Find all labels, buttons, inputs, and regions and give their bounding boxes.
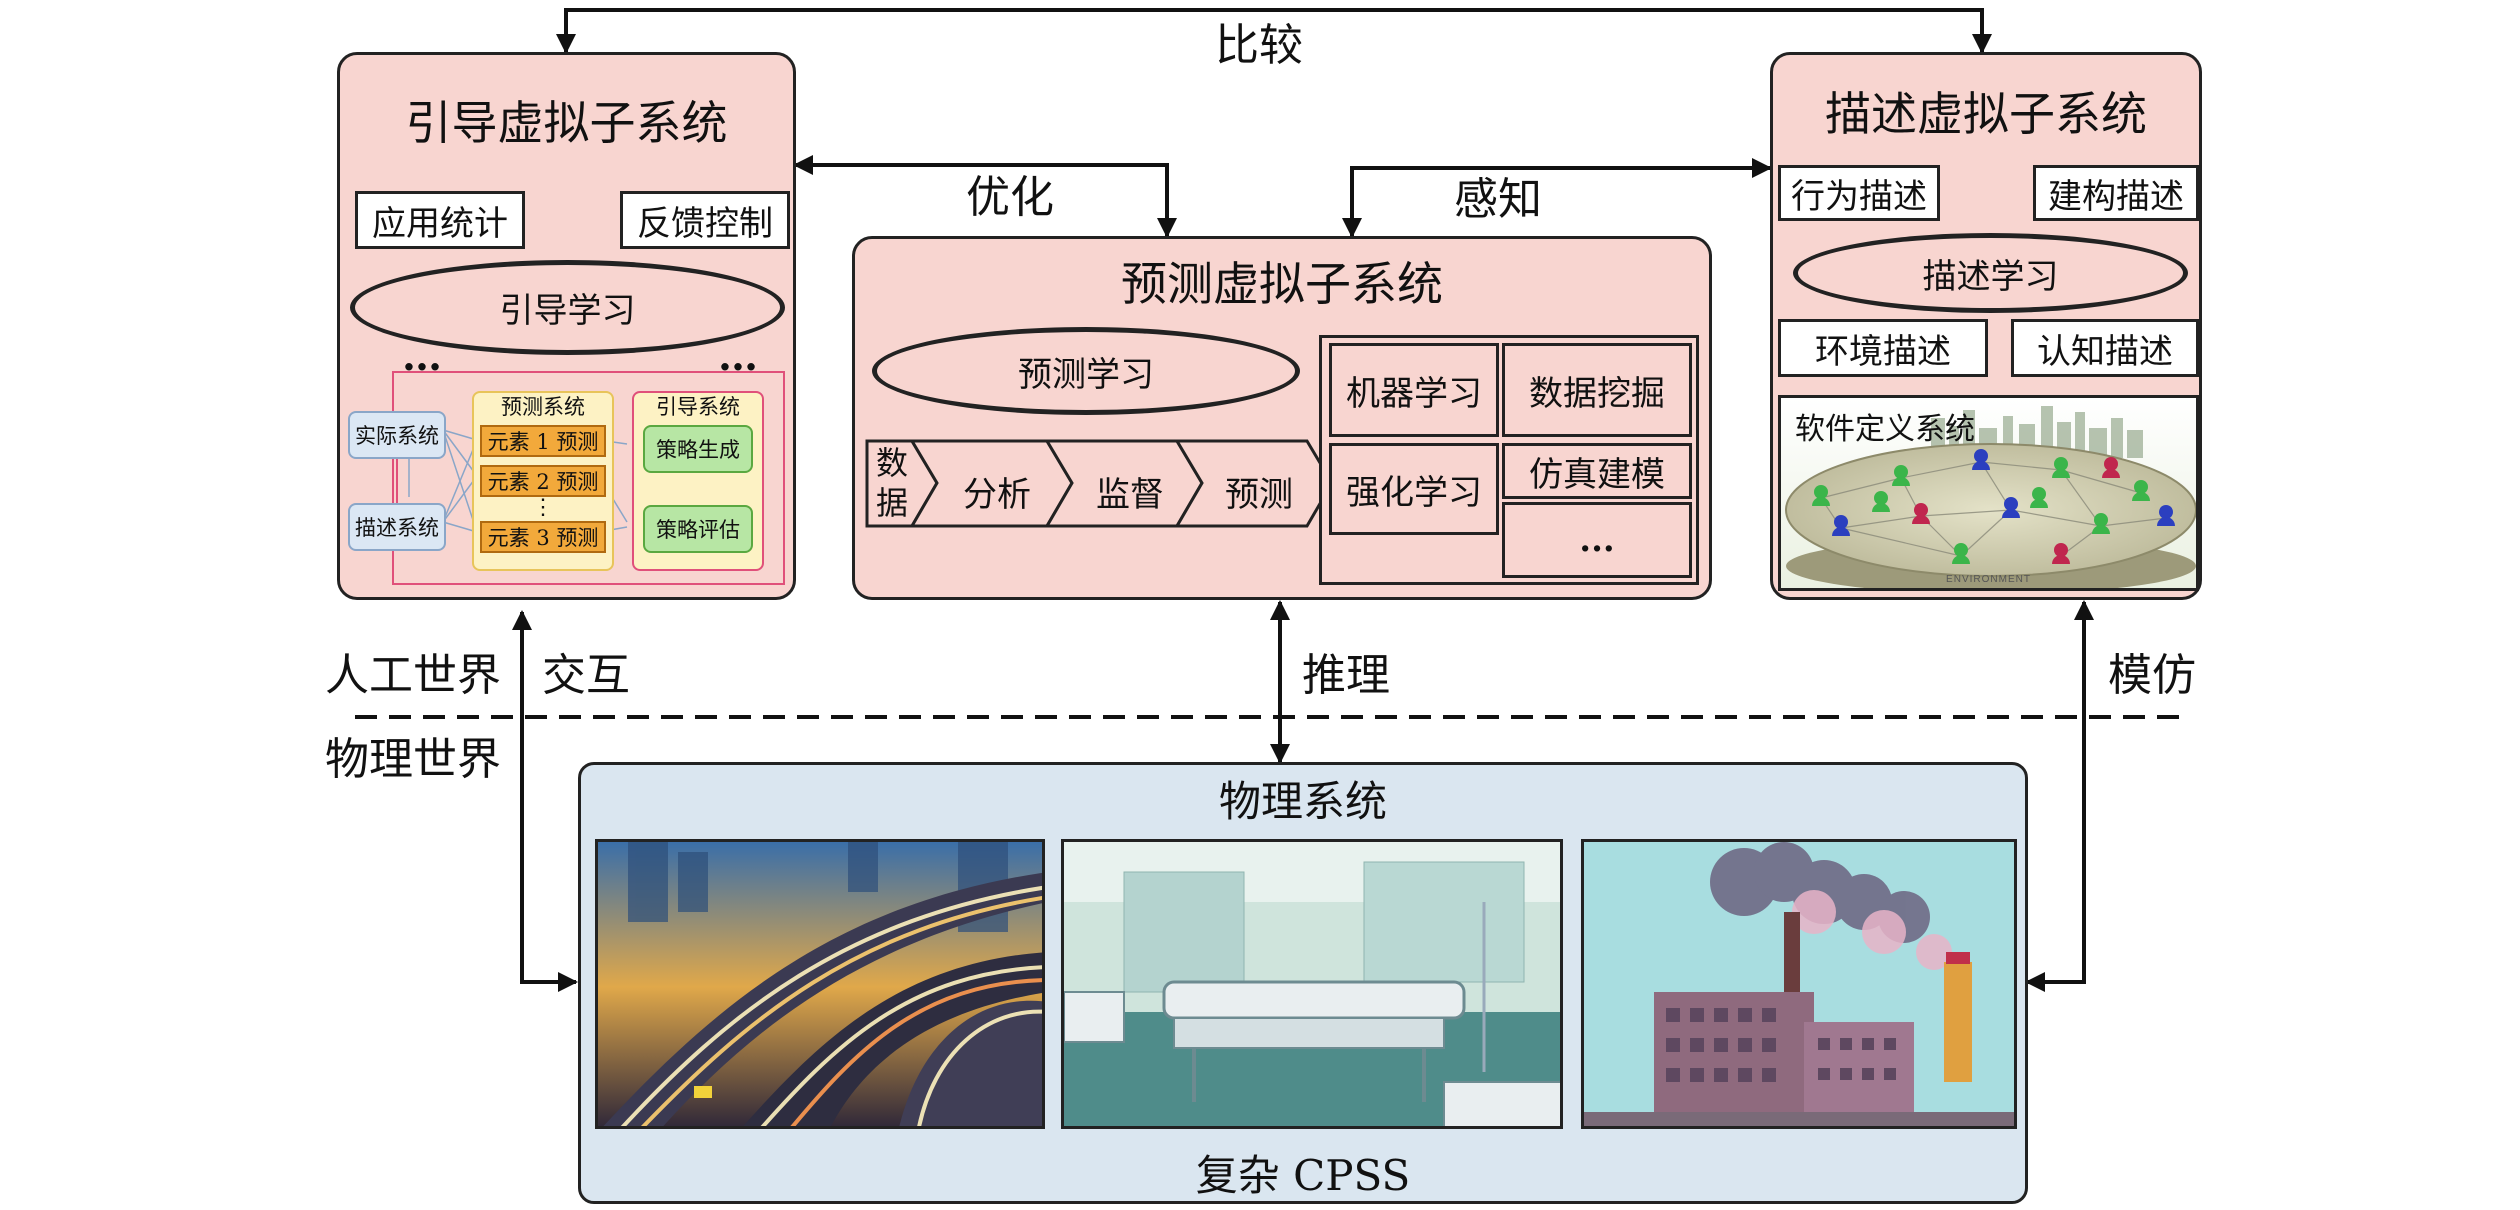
perceive-label: 感知 xyxy=(1454,174,1542,225)
pipeline-supervise: 监督 xyxy=(1096,475,1164,515)
guide-learning-oval: 引导学习 xyxy=(350,260,785,355)
data-mining-cell: 数据挖掘 xyxy=(1502,343,1692,437)
hospital-ward-photo xyxy=(1061,839,1563,1129)
pipeline-analyze: 分析 xyxy=(963,475,1031,515)
predict-subsystem-title: 预测虚拟子系统 xyxy=(1121,257,1443,311)
mini-strategy-generation: 策略生成 xyxy=(643,425,753,473)
mini-vertical-ellipsis: ⋮ xyxy=(532,494,554,520)
mini-element-3: 元素 3 预测 xyxy=(480,521,606,553)
environment-description-box: 环境描述 xyxy=(1778,319,1988,377)
environment-caption: ENVIRONMENT xyxy=(1946,574,2031,585)
imitate-label: 模仿 xyxy=(2108,650,2196,701)
mini-element-2: 元素 2 预测 xyxy=(480,465,606,497)
perceive-arrow xyxy=(1342,158,1772,238)
software-defined-system-label: 软件定义系统 xyxy=(1795,412,1975,447)
pipeline-predict: 预测 xyxy=(1225,475,1293,515)
artificial-world-label: 人工世界 xyxy=(325,650,501,701)
optimize-arrow xyxy=(793,155,1177,238)
predict-pipeline xyxy=(865,439,1334,528)
mini-describe-system: 描述系统 xyxy=(348,503,446,551)
mini-strategy-evaluation: 策略评估 xyxy=(643,505,753,553)
imitate-arrow xyxy=(2025,600,2094,992)
predict-subsystem-panel: 预测虚拟子系统 预测学习 数 据 分析 监督 预测 机器学习 数据挖掘 强化学习… xyxy=(852,236,1712,600)
guide-ellipsis-right: … xyxy=(718,333,760,380)
interact-label: 交互 xyxy=(542,650,630,701)
mini-real-system: 实际系统 xyxy=(348,411,446,459)
application-statistics-box: 应用统计 xyxy=(355,191,525,249)
factory-chimney-photo xyxy=(1581,839,2017,1129)
machine-learning-cell: 机器学习 xyxy=(1329,343,1499,437)
optimize-label: 优化 xyxy=(966,172,1054,223)
behavior-description-box: 行为描述 xyxy=(1778,165,1940,221)
software-defined-system-box: 软件定义系统 ENVIRONMENT xyxy=(1778,395,2199,591)
mini-predict-title: 预测系统 xyxy=(501,395,585,419)
guide-subsystem-title: 引导虚拟子系统 xyxy=(405,96,728,150)
mini-element-1: 元素 1 预测 xyxy=(480,425,606,457)
construct-description-box: 建构描述 xyxy=(2033,165,2199,221)
guide-ellipsis-left: … xyxy=(402,333,444,380)
mini-guide-title: 引导系统 xyxy=(656,395,740,419)
complex-cpss-label: 复杂 CPSS xyxy=(1195,1151,1411,1200)
physical-system-title: 物理系统 xyxy=(1218,777,1387,826)
predict-learning-oval: 预测学习 xyxy=(872,327,1300,415)
describe-learning-oval: 描述学习 xyxy=(1793,233,2188,313)
describe-subsystem-panel: 描述虚拟子系统 行为描述 建构描述 描述学习 环境描述 认知描述 xyxy=(1770,52,2202,600)
describe-subsystem-title: 描述虚拟子系统 xyxy=(1825,87,2147,141)
physical-world-label: 物理世界 xyxy=(325,734,501,785)
software-defined-system-illustration xyxy=(1781,398,2196,588)
guide-subsystem-panel: 引导虚拟子系统 应用统计 反馈控制 引导学习 … … 实际系统 描述系统 预测系… xyxy=(337,52,796,600)
reason-label: 推理 xyxy=(1302,650,1390,701)
compare-label: 比较 xyxy=(1215,20,1303,71)
cognition-description-box: 认知描述 xyxy=(2011,319,2199,377)
simulation-modeling-cell: 仿真建模 xyxy=(1502,443,1692,499)
feedback-control-box: 反馈控制 xyxy=(620,191,790,249)
pipeline-data: 数 据 xyxy=(875,444,908,522)
interact-arrow xyxy=(512,610,578,992)
more-methods-cell: ... xyxy=(1502,502,1692,578)
highway-photo xyxy=(595,839,1045,1129)
physical-system-panel: 物理系统 xyxy=(578,762,2028,1204)
reinforcement-learning-cell: 强化学习 xyxy=(1329,443,1499,535)
compare-arrow xyxy=(556,8,1992,54)
